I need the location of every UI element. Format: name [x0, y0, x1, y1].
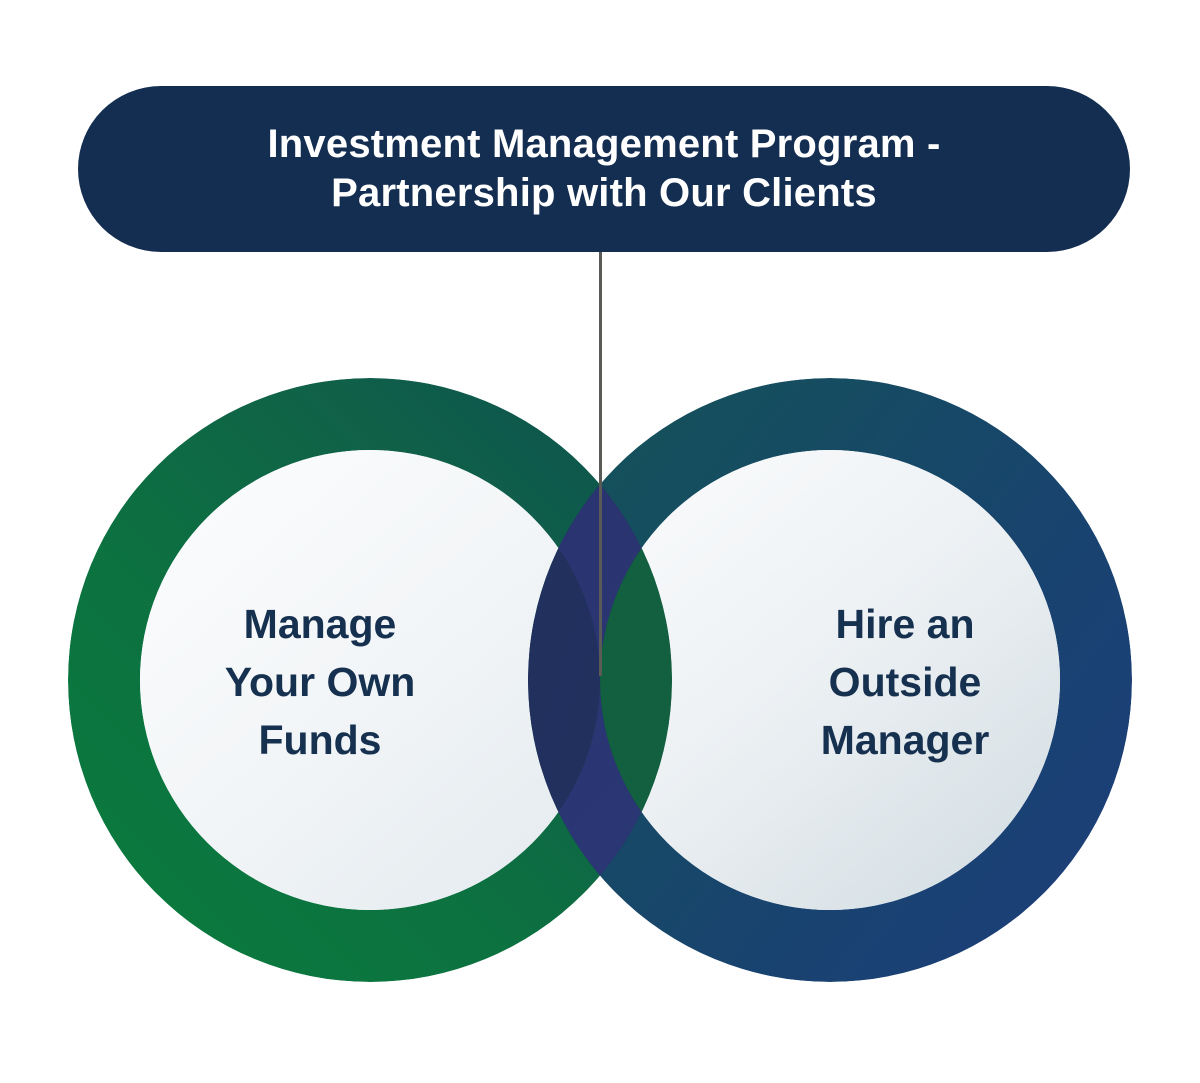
connector-line: [599, 250, 602, 676]
venn-set-right: [528, 378, 1132, 982]
page-title: Investment Management Program - Partners…: [267, 122, 941, 215]
program-title-box: Investment Management Program - Partners…: [78, 86, 1130, 252]
venn-set-left: [68, 378, 672, 982]
left-inner-disc: [140, 450, 600, 910]
right-inner-disc: [600, 450, 1060, 910]
